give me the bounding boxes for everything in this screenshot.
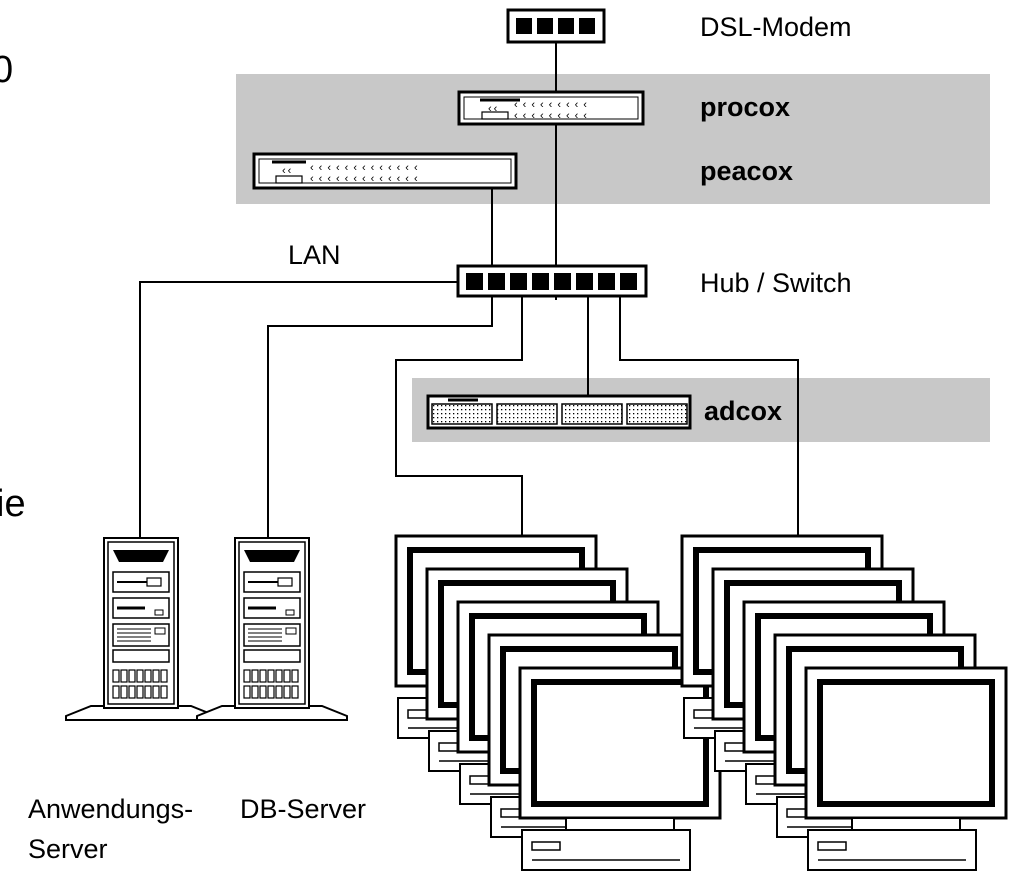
hub-switch-icon[interactable] xyxy=(456,264,648,298)
tower-server-icon[interactable] xyxy=(64,536,218,722)
svg-text:‹‹: ‹‹ xyxy=(282,165,293,177)
tower-server-icon[interactable] xyxy=(195,536,349,722)
dsl-modem-icon[interactable] xyxy=(506,8,606,44)
svg-text:‹‹‹‹‹‹‹‹‹: ‹‹‹‹‹‹‹‹‹ xyxy=(514,99,592,111)
svg-text:‹‹‹‹‹‹‹‹‹‹‹‹‹: ‹‹‹‹‹‹‹‹‹‹‹‹‹ xyxy=(310,173,423,185)
workstation-group-left[interactable] xyxy=(396,536,720,870)
label-app-server-line1: Anwendungs- xyxy=(28,794,193,824)
svg-text:‹‹‹‹‹‹‹‹‹‹‹‹‹: ‹‹‹‹‹‹‹‹‹‹‹‹‹ xyxy=(310,162,423,174)
workstation-icon[interactable] xyxy=(806,668,1006,870)
server-icon[interactable]: ‹‹ ‹‹‹‹‹‹‹‹‹ ‹‹‹‹‹‹‹‹‹ xyxy=(457,90,645,126)
label-lan: LAN xyxy=(288,240,341,270)
patch-panel-icon[interactable] xyxy=(426,394,692,430)
label-hub-switch: Hub / Switch xyxy=(700,268,852,298)
label-db-server: DB-Server xyxy=(240,794,366,824)
label-dsl-modem: DSL-Modem xyxy=(700,12,852,42)
svg-text:‹‹: ‹‹ xyxy=(488,103,499,115)
label-procox: procox xyxy=(700,92,790,122)
left-text-fragment-top: 0 xyxy=(0,49,13,91)
label-app-server-line2: Server xyxy=(28,834,108,864)
label-peacox: peacox xyxy=(700,156,793,186)
label-adcox: adcox xyxy=(704,396,782,426)
left-text-fragment-mid: ie xyxy=(0,483,26,525)
network-cables xyxy=(139,42,799,540)
svg-text:‹‹‹‹‹‹‹‹‹: ‹‹‹‹‹‹‹‹‹ xyxy=(514,110,592,122)
workstation-group-right[interactable] xyxy=(682,536,1006,870)
router-icon[interactable]: ‹‹ ‹‹‹‹‹‹‹‹‹‹‹‹‹ ‹‹‹‹‹‹‹‹‹‹‹‹‹ xyxy=(252,152,518,190)
